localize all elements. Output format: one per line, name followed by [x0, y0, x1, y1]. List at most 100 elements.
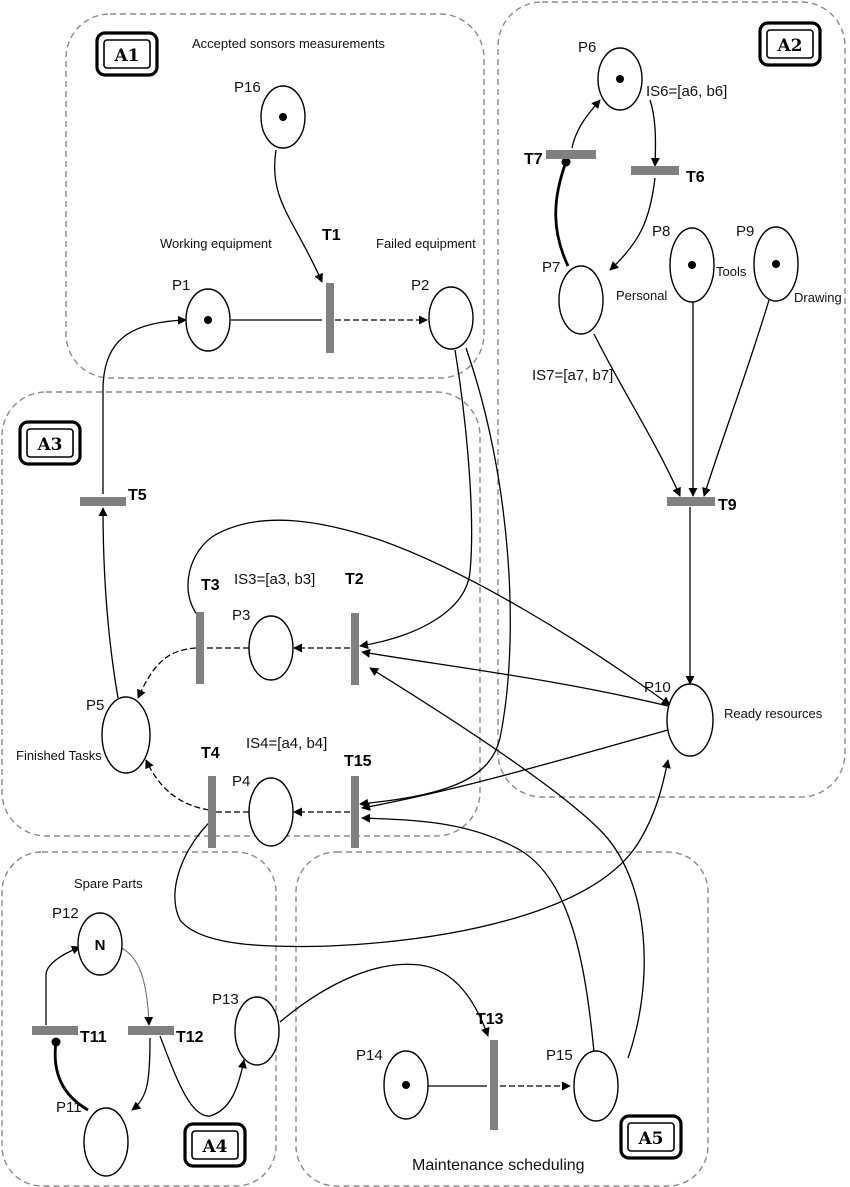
- place-p1: [185, 288, 231, 352]
- label-p11: P11: [56, 1099, 82, 1116]
- badge-a1-label: A1: [113, 46, 139, 66]
- label-t2: T2: [345, 571, 364, 588]
- token-p1: [204, 316, 212, 324]
- place-p11: [83, 1107, 129, 1177]
- label-t5: T5: [128, 487, 147, 504]
- arc-p16-t1: [274, 149, 323, 283]
- label-p5: P5: [86, 697, 104, 714]
- badge-a4-label: A4: [201, 1137, 227, 1157]
- place-p10: [666, 683, 714, 757]
- transition-t4: [208, 776, 216, 848]
- label-tools: Tools: [716, 264, 747, 279]
- label-p3: P3: [232, 607, 250, 624]
- label-t15: T15: [344, 753, 372, 770]
- arc-p9-t9: [702, 299, 770, 497]
- arc-p15-t15: [361, 813, 595, 1053]
- label-p7: P7: [542, 259, 560, 276]
- arc-t3-p5: [137, 647, 197, 699]
- badge-a1: A1: [95, 31, 159, 77]
- arc-p2-t2: [359, 349, 473, 650]
- label-p6: P6: [578, 39, 596, 56]
- region-a2: [497, 1, 846, 798]
- place-p15: [573, 1050, 619, 1122]
- label-p16: P16: [234, 79, 261, 96]
- label-failed-equipment: Failed equipment: [376, 236, 476, 251]
- transition-t2: [351, 613, 359, 685]
- transition-t6: [631, 166, 679, 175]
- badge-a5-label: A5: [637, 1129, 663, 1149]
- label-p2: P2: [411, 277, 429, 294]
- arc-t4-p5: [145, 759, 210, 811]
- label-is7: IS7=[a7, b7]: [532, 367, 613, 384]
- label-t13: T13: [476, 1011, 504, 1028]
- transition-t9: [667, 497, 715, 506]
- badge-a3: A3: [18, 420, 82, 466]
- label-t1: T1: [322, 227, 341, 244]
- arc-p10-t15: [361, 729, 669, 811]
- arc-p2-t15: [359, 347, 511, 808]
- arc-p11-t11-inhibitor: [51, 1037, 89, 1112]
- place-p14: [383, 1050, 429, 1120]
- label-working-equipment: Working equipment: [160, 236, 272, 251]
- arc-p13-t13: [279, 963, 490, 1037]
- label-is4: IS4=[a4, b4]: [246, 735, 327, 752]
- label-p12: P12: [52, 905, 79, 922]
- arc-t5-p1: [102, 315, 187, 494]
- label-maintenance-scheduling: Maintenance scheduling: [412, 1157, 585, 1174]
- token-p8: [688, 261, 696, 269]
- label-p8: P8: [652, 223, 670, 240]
- place-p13: [234, 996, 280, 1066]
- label-finished-tasks: Finished Tasks: [16, 748, 102, 763]
- arc-p15-t2: [369, 667, 645, 1059]
- region-a1: [65, 13, 485, 379]
- label-accepted-sensors: Accepted sonsors measurements: [192, 36, 385, 51]
- label-is6: IS6=[a6, b6]: [646, 83, 727, 100]
- place-p6: [597, 47, 643, 111]
- transition-t7: [546, 150, 596, 159]
- arc-t7-p6: [571, 99, 601, 149]
- label-t11: T11: [80, 1029, 107, 1046]
- badge-a5: A5: [619, 1114, 683, 1160]
- badge-a4: A4: [183, 1122, 247, 1168]
- label-p15: P15: [546, 1047, 573, 1064]
- arc-p7-t9: [593, 333, 681, 497]
- transition-t1: [326, 283, 334, 353]
- transition-t15: [351, 776, 359, 848]
- transition-t13: [490, 1040, 498, 1130]
- arc-p6-t6: [649, 99, 660, 167]
- transition-t5: [80, 497, 126, 506]
- label-p9: P9: [736, 223, 754, 240]
- arc-p5-t5: [98, 507, 119, 699]
- label-is3: IS3=[a3, b3]: [234, 571, 315, 588]
- place-p7: [558, 265, 604, 335]
- region-a3: [1, 391, 481, 837]
- place-p12-marking: N: [95, 937, 106, 954]
- label-personal: Personal: [616, 288, 667, 303]
- place-p8: [669, 227, 715, 303]
- arc-p10-t2: [361, 648, 669, 707]
- label-p14: P14: [356, 1047, 383, 1064]
- transition-t12: [128, 1026, 174, 1035]
- token-p14: [402, 1081, 410, 1089]
- label-p1: P1: [172, 277, 190, 294]
- region-a5: [295, 851, 709, 1187]
- arc-t3-p10: [187, 519, 671, 706]
- label-t4: T4: [201, 745, 220, 762]
- label-t12: T12: [176, 1029, 204, 1046]
- arc-t4-p10: [174, 759, 671, 948]
- place-p3: [248, 615, 294, 681]
- place-p16: [260, 85, 306, 149]
- badge-a2-label: A2: [776, 36, 802, 56]
- token-p9: [772, 260, 780, 268]
- place-p9: [753, 226, 799, 302]
- label-drawing: Drawing: [794, 290, 842, 305]
- label-t7: T7: [524, 151, 543, 168]
- token-p6: [616, 75, 624, 83]
- label-p4: P4: [232, 773, 250, 790]
- badge-a2: A2: [758, 21, 822, 67]
- arc-p7-t7-inhibitor: [554, 157, 571, 267]
- label-t6: T6: [686, 169, 705, 186]
- label-p10: P10: [644, 679, 671, 696]
- label-t9: T9: [718, 497, 737, 514]
